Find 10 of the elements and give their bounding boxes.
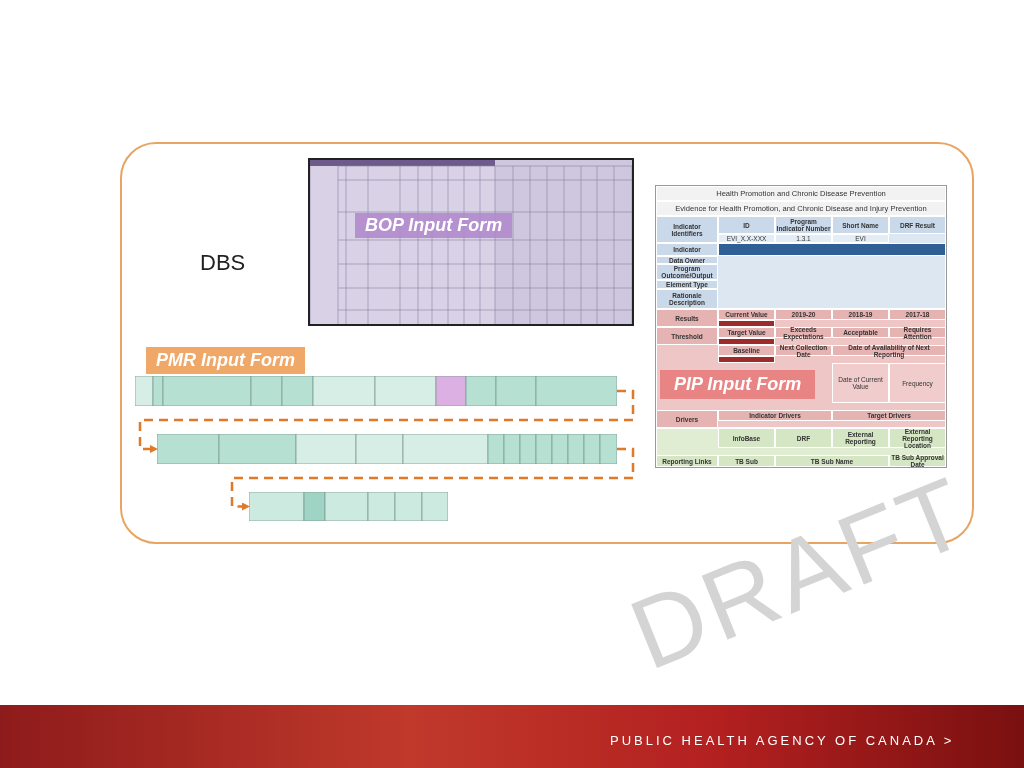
spreadsheet-screenshot bbox=[249, 492, 448, 521]
spreadsheet-screenshot bbox=[157, 434, 617, 464]
footer-text: PUBLIC HEALTH AGENCY OF CANADA > bbox=[610, 733, 955, 748]
overlay-label: BOP Input Form bbox=[355, 213, 513, 238]
spreadsheet-screenshot bbox=[135, 376, 617, 406]
connector-arrow bbox=[230, 447, 635, 511]
database-label: DBS bbox=[200, 250, 246, 276]
overlay-label: PIP Input Form bbox=[660, 370, 816, 399]
connector-arrow bbox=[138, 389, 635, 453]
section-label: PMR Input Form bbox=[146, 347, 305, 374]
